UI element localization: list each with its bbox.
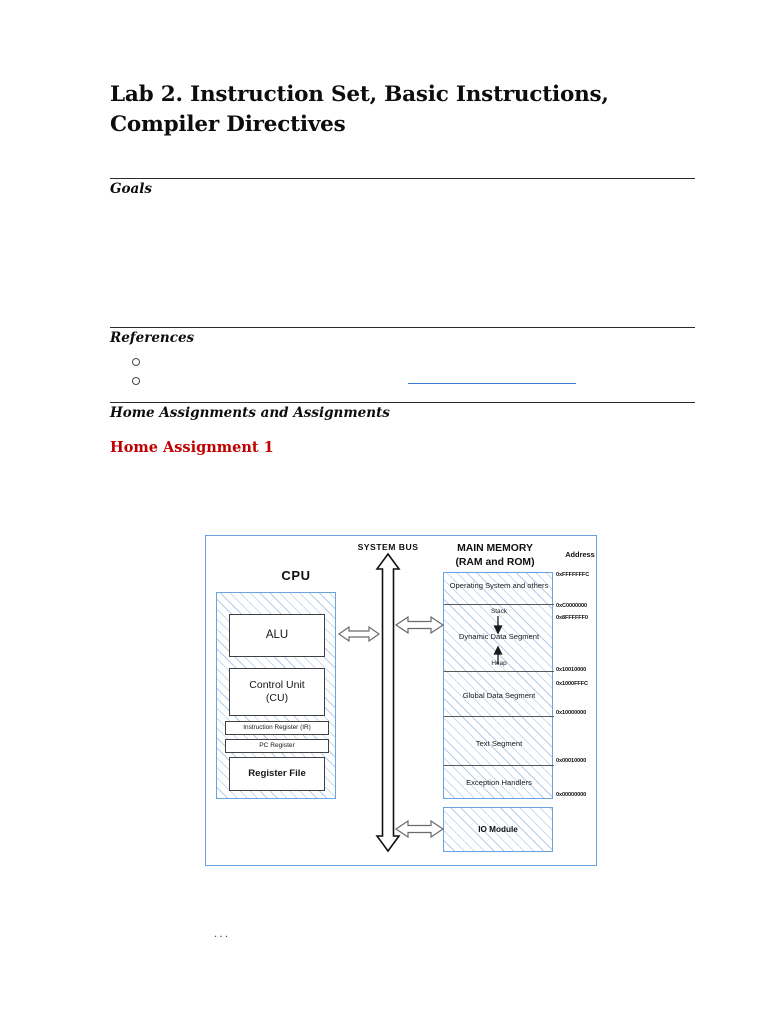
- bullet-circle-icon: [132, 377, 140, 385]
- section-heading-references: References: [110, 330, 195, 346]
- address-column-title: Address: [565, 550, 595, 559]
- cpu-component-register-file: Register File: [229, 757, 325, 791]
- memory-segment-dynamic-data: Dynamic Data Segment: [458, 632, 540, 641]
- list-item[interactable]: [132, 353, 150, 371]
- cpu-title: CPU: [281, 568, 311, 583]
- address-label: 0x00010000: [556, 758, 587, 764]
- memory-segment-exception-handlers: Exception Handlers: [466, 778, 532, 787]
- divider-goals: [110, 178, 695, 179]
- memory-divider: [444, 765, 554, 766]
- io-module-box: IO Module: [443, 807, 553, 852]
- page-title: Lab 2. Instruction Set, Basic Instructio…: [110, 82, 609, 137]
- list-item[interactable]: [132, 372, 150, 390]
- divider-assignments: [110, 402, 695, 403]
- cpu-bus-arrow: [337, 625, 381, 643]
- cpu-component-pc-register: PC Register: [225, 739, 329, 753]
- address-label: 0xFFFFFFFC: [556, 572, 590, 578]
- main-memory-box: Operating System and others Stack Dynami…: [443, 572, 554, 799]
- io-bus-arrow: [394, 819, 445, 839]
- memory-divider: [444, 671, 554, 672]
- memory-sublabel-stack: Stack: [491, 608, 507, 615]
- cpu-component-control-unit: Control Unit (CU): [229, 668, 325, 716]
- memory-segment-global-data: Global Data Segment: [462, 691, 536, 700]
- section-heading-goals: Goals: [110, 181, 153, 197]
- cpu-component-instruction-register: Instruction Register (IR): [225, 721, 329, 735]
- address-label: 0x00000000: [556, 792, 587, 798]
- subheading-home-assignment-1: Home Assignment 1: [110, 439, 274, 456]
- memory-segment-text: Text Segment: [475, 739, 523, 748]
- address-label: 0x10000000: [556, 710, 587, 716]
- bullet-circle-icon: [132, 358, 140, 366]
- system-bus-label: SYSTEM BUS: [357, 542, 419, 552]
- ellipsis-text: ...: [214, 926, 231, 940]
- address-label: 0x8FFFFFF0: [556, 615, 588, 621]
- memory-divider: [444, 604, 554, 605]
- cpu-memory-diagram: CPU ALU Control Unit (CU) Instruction Re…: [205, 535, 597, 866]
- memory-segment-os: Operating System and others: [449, 581, 549, 590]
- address-label: 0x10010000: [556, 667, 587, 673]
- main-memory-title: MAIN MEMORY (RAM and ROM): [455, 543, 535, 569]
- cpu-box: ALU Control Unit (CU) Instruction Regist…: [216, 592, 336, 799]
- divider-references: [110, 327, 695, 328]
- system-bus-arrow: [375, 552, 401, 853]
- memory-bus-arrow: [394, 615, 445, 635]
- address-label: 0xC0000000: [556, 603, 588, 609]
- memory-sublabel-heap: Heap: [491, 660, 507, 667]
- memory-divider: [444, 716, 554, 717]
- section-heading-assignments: Home Assignments and Assignments: [110, 405, 390, 421]
- address-label: 0x1000FFFC: [556, 681, 588, 687]
- cpu-component-alu: ALU: [229, 614, 325, 657]
- hyperlink-underline[interactable]: [408, 383, 576, 384]
